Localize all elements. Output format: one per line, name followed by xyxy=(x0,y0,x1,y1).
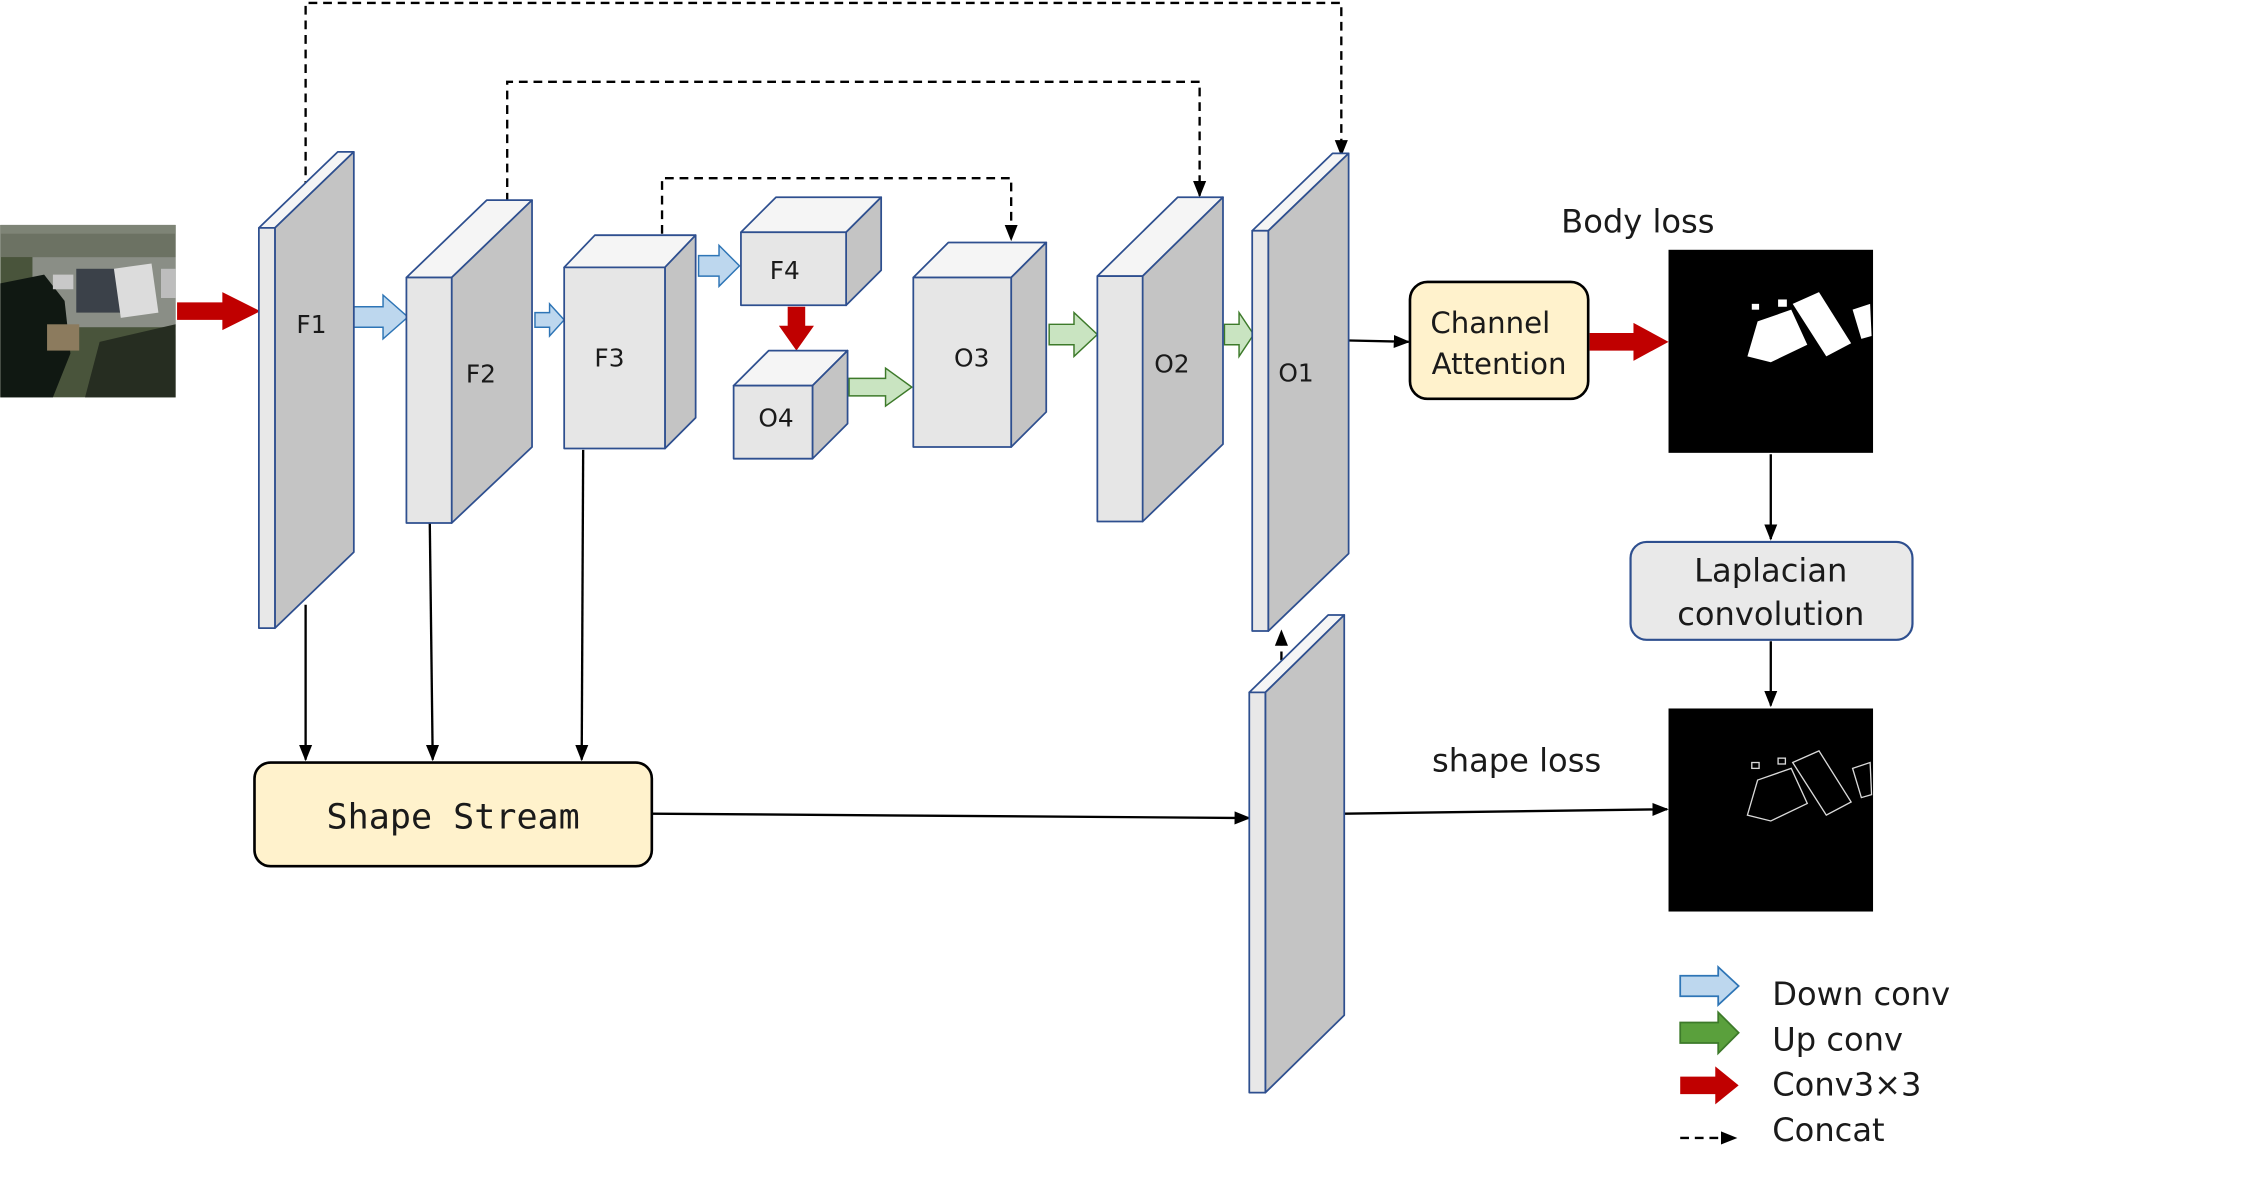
block-f2: F2 xyxy=(405,199,533,524)
arrow-o1-attention xyxy=(1344,334,1411,349)
block-f3: F3 xyxy=(563,234,697,450)
down-conv-arrow-f2-f3 xyxy=(534,301,566,338)
conv3x3-arrow-attention xyxy=(1589,322,1669,361)
aerial-image-icon xyxy=(0,224,176,398)
block-label-f3: F3 xyxy=(594,344,624,373)
legend-up-conv-label: Up conv xyxy=(1772,1020,1903,1058)
conv3x3-legend-icon xyxy=(1680,1066,1739,1105)
down-conv-arrow-f1-f2 xyxy=(353,293,409,341)
up-conv-arrow-o2-o1 xyxy=(1223,310,1255,359)
legend: Down conv Up conv Conv3×3 Concat xyxy=(1679,965,1950,1149)
laplacian-line2: convolution xyxy=(1677,595,1864,633)
legend-conv3x3-label: Conv3×3 xyxy=(1772,1066,1921,1104)
legend-item-down-conv: Down conv xyxy=(1679,965,1950,1013)
laplacian-line1: Laplacian xyxy=(1694,551,1847,589)
concat-connections xyxy=(304,1,1348,661)
shape-stream-label: Shape Stream xyxy=(327,796,580,837)
edge-map-icon xyxy=(1668,708,1874,912)
block-label-o3: O3 xyxy=(954,344,989,373)
block-o2: O2 xyxy=(1096,196,1224,523)
arrow-f2-shape xyxy=(425,522,440,762)
down-conv-arrow-f3-f4 xyxy=(697,243,741,289)
block-o3: O3 xyxy=(912,241,1048,448)
block-o1: O1 xyxy=(1251,152,1350,632)
legend-item-concat: Concat xyxy=(1680,1111,1885,1149)
feature-blocks: F1 F2 F3 F4 O4 xyxy=(257,151,1350,1094)
legend-item-conv3x3: Conv3×3 xyxy=(1680,1066,1922,1105)
down-conv-legend-icon xyxy=(1679,965,1740,1008)
channel-attention-line2: Attention xyxy=(1432,347,1567,381)
block-f1: F1 xyxy=(257,151,355,630)
up-conv-arrow-o3-o2 xyxy=(1048,310,1099,359)
block-label-f2: F2 xyxy=(466,360,496,389)
block-label-o4: O4 xyxy=(758,404,793,433)
concat-f2-o2 xyxy=(506,80,1207,202)
legend-down-conv-label: Down conv xyxy=(1772,975,1950,1013)
op-arrows xyxy=(177,243,1669,408)
up-conv-legend-icon xyxy=(1679,1010,1740,1056)
up-conv-arrow-o4-o3 xyxy=(848,366,914,408)
arrow-fused-edge xyxy=(1344,802,1669,817)
conv3x3-arrow-f4-o4 xyxy=(778,306,814,351)
shape-loss-label: shape loss xyxy=(1432,741,1601,779)
shape-stream-box: Shape Stream xyxy=(253,761,654,868)
block-label-o1: O1 xyxy=(1278,358,1313,387)
block-shape-fused xyxy=(1248,614,1346,1094)
block-label-o2: O2 xyxy=(1154,350,1189,379)
conv3x3-arrow-input xyxy=(177,292,261,331)
solid-connections xyxy=(299,334,1778,825)
channel-attention-box: Channel Attention xyxy=(1408,280,1590,401)
laplacian-box: Laplacian convolution xyxy=(1629,540,1914,641)
arrow-shape-fused xyxy=(651,811,1251,825)
block-f4: F4 xyxy=(740,196,883,307)
body-loss-label: Body loss xyxy=(1561,202,1714,240)
legend-concat-label: Concat xyxy=(1772,1111,1884,1149)
channel-attention-line1: Channel xyxy=(1430,306,1550,340)
block-o4: O4 xyxy=(732,349,849,460)
block-label-f1: F1 xyxy=(296,310,326,339)
block-label-f4: F4 xyxy=(770,256,800,285)
legend-item-up-conv: Up conv xyxy=(1679,1010,1903,1058)
building-mask-icon xyxy=(1668,249,1874,453)
arrow-f3-shape xyxy=(575,449,589,762)
concat-f1-o1 xyxy=(304,1,1348,190)
